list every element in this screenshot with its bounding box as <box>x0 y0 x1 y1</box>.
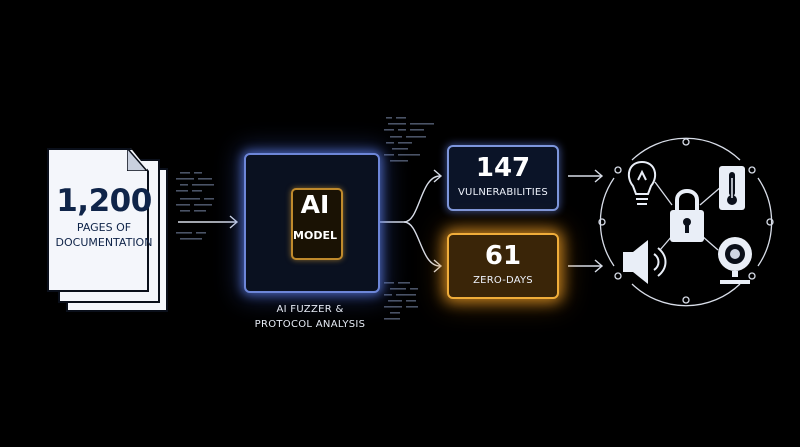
device-network-ring <box>598 137 774 307</box>
lightbulb-icon <box>627 160 657 205</box>
vulnerabilities-count: 147 <box>475 153 531 183</box>
padlock-icon <box>670 189 704 242</box>
ai-model-caption: AI FUZZER & PROTOCOL ANALYSIS <box>254 304 366 330</box>
speaker-icon <box>623 240 667 284</box>
vulnerabilities-label: VULNERABILITIES <box>458 187 548 198</box>
arrow-to-vulnerabilities <box>403 175 441 223</box>
code-snippet-top <box>384 117 434 162</box>
zero-days-count: 61 <box>484 241 522 271</box>
code-snippet-left <box>176 172 214 240</box>
documentation-caption: PAGES OF DOCUMENTATION <box>55 221 153 249</box>
zero-days-label: ZERO-DAYS <box>473 275 533 286</box>
camera-icon <box>718 237 752 284</box>
zero-days-box: 61 ZERO-DAYS <box>447 233 559 299</box>
arrow-to-zerodays <box>403 221 441 267</box>
document-page-front <box>47 148 149 292</box>
ai-model-title: AI <box>300 190 330 219</box>
ai-model-core <box>291 188 343 260</box>
code-snippet-bottom <box>384 282 418 320</box>
documentation-page-count: 1,200 <box>56 183 152 219</box>
page-fold-icon <box>127 148 147 171</box>
thermostat-icon <box>719 166 745 210</box>
ai-model-subtitle: MODEL <box>293 229 337 242</box>
vulnerabilities-box: 147 VULNERABILITIES <box>447 145 559 211</box>
